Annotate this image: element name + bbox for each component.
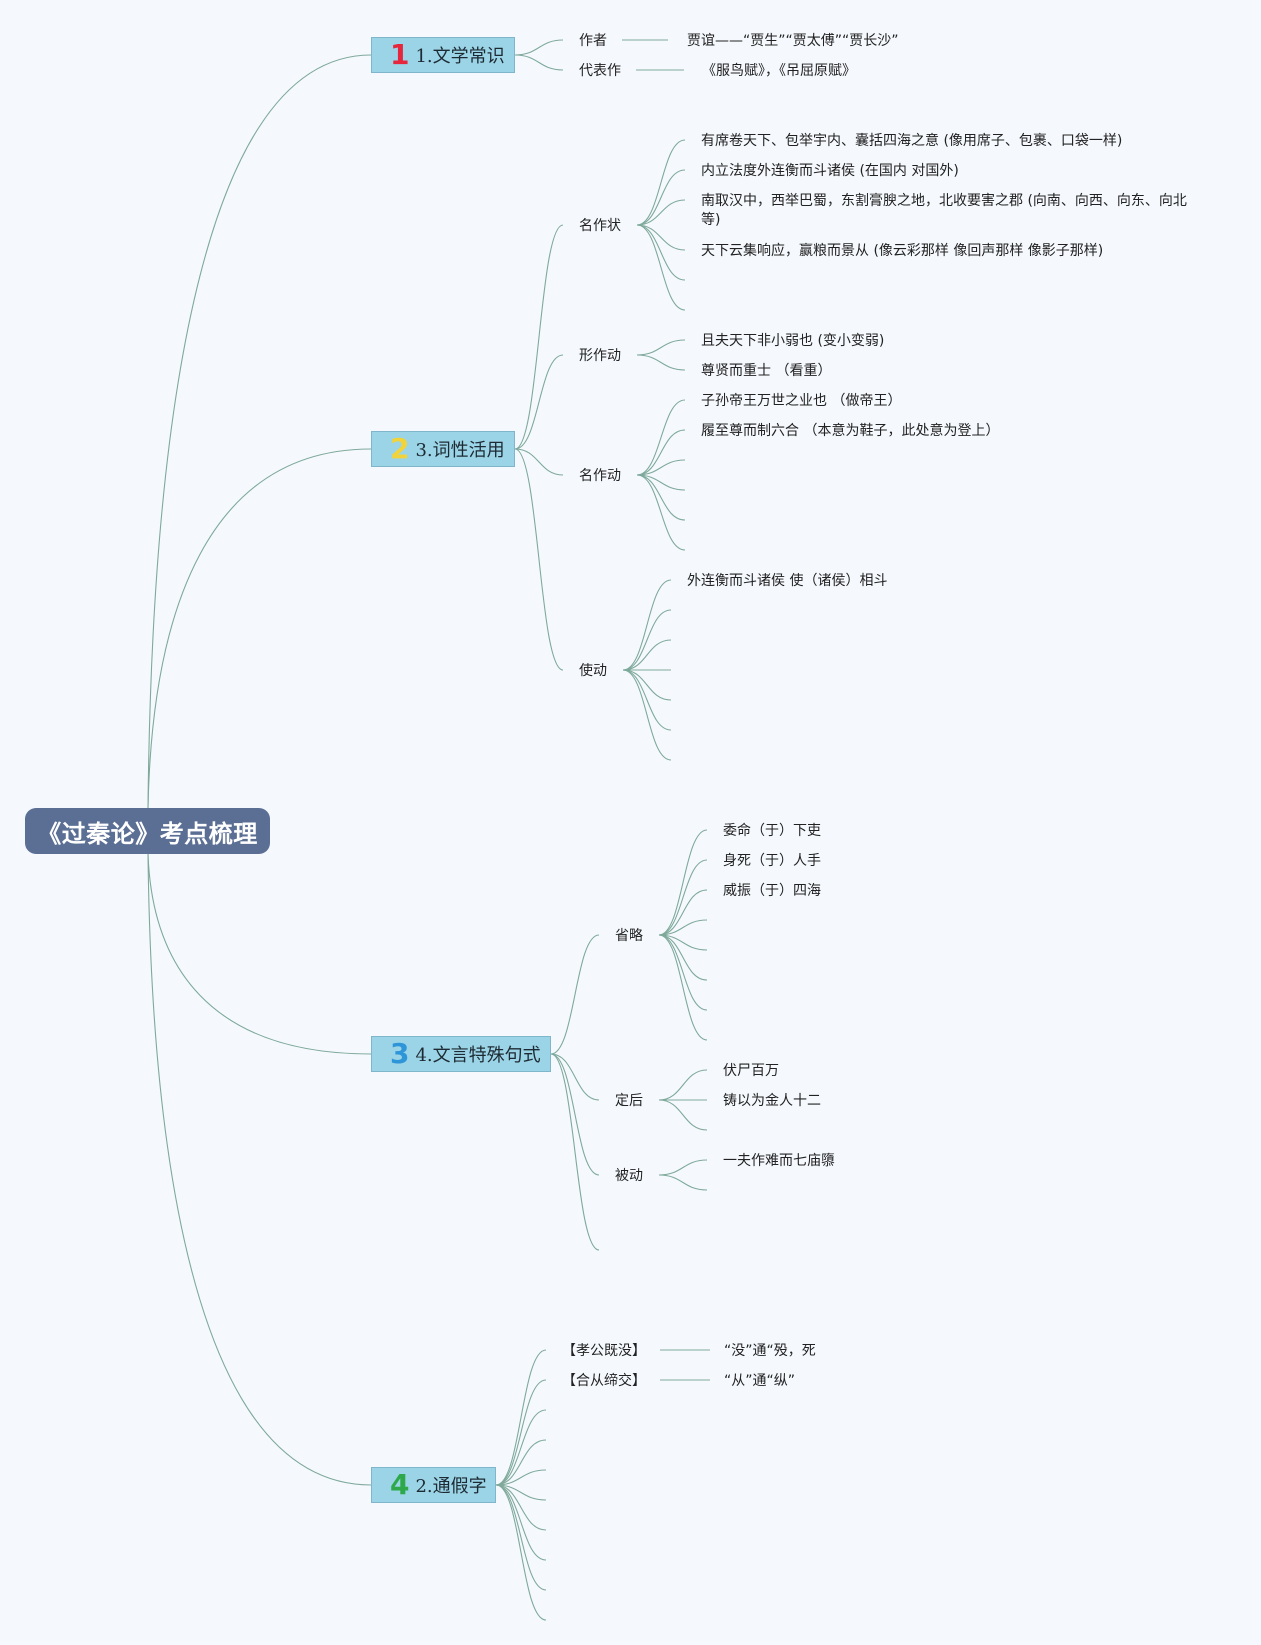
connector <box>550 934 600 1055</box>
connector <box>636 224 686 251</box>
connector <box>636 199 686 226</box>
adj-verb-item[interactable]: 且夫天下非小弱也 (变小变弱) <box>701 333 885 349</box>
topic-label: 4.文言特殊句式 <box>415 1045 541 1066</box>
connector <box>636 429 686 476</box>
causative-item[interactable]: 外连衡而斗诸侯 使（诸侯）相斗 <box>687 573 888 589</box>
works-label[interactable]: 代表作 <box>579 63 621 79</box>
topic-label: 1.文学常识 <box>415 46 505 67</box>
topic-word-usage[interactable]: 2 3.词性活用 <box>371 431 515 467</box>
author-value[interactable]: 贾谊——“贾生”“贾太傅”“贾长沙” <box>687 33 899 49</box>
ellipsis-item[interactable]: 委命（于）下吏 <box>723 823 821 839</box>
connector <box>636 339 686 356</box>
connector <box>495 1484 547 1501</box>
interchangeable-key[interactable]: 【孝公既没】 <box>562 1343 646 1359</box>
postposition-item[interactable]: 铸以为金人十二 <box>723 1093 821 1109</box>
topic-number-3: 3 <box>390 1037 410 1070</box>
connector <box>636 224 686 311</box>
interchangeable-value[interactable]: “从”通“纵” <box>724 1373 796 1389</box>
connector <box>636 474 686 551</box>
connector <box>550 1053 600 1176</box>
adj-verb-item[interactable]: 尊贤而重士 （看重） <box>701 363 832 379</box>
postposition-label[interactable]: 定后 <box>615 1093 643 1109</box>
topic-number-4: 4 <box>390 1468 410 1501</box>
noun-verb-item[interactable]: 履至尊而制六合 （本意为鞋子，此处意为登上） <box>701 423 1000 439</box>
noun-adverbial-item[interactable]: 内立法度外连衡而斗诸侯 (在国内 对国外) <box>701 163 959 179</box>
connector <box>495 1484 547 1591</box>
connector <box>622 669 672 761</box>
connector <box>550 1053 600 1101</box>
passive-label[interactable]: 被动 <box>615 1168 643 1184</box>
connector <box>658 889 708 936</box>
root-node[interactable]: 《过秦论》考点梳理 <box>25 808 270 854</box>
noun-adverbial-item[interactable]: 南取汉中，西举巴蜀，东割膏腴之地，北收要害之郡 (向南、向西、向东、向北等) <box>701 193 1187 228</box>
connector <box>636 474 686 521</box>
passive-item[interactable]: 一夫作难而七庙隳 <box>723 1153 835 1169</box>
adj-verb-label[interactable]: 形作动 <box>579 348 621 364</box>
connector <box>658 1069 708 1101</box>
connector <box>495 1409 547 1486</box>
topic-number-1: 1 <box>390 38 410 71</box>
interchangeable-value[interactable]: “没”通“殁，死 <box>724 1343 816 1359</box>
noun-adverbial-item[interactable]: 有席卷天下、包举宇内、囊括四海之意 (像用席子、包裹、口袋一样) <box>701 133 1123 149</box>
connector <box>495 1379 547 1486</box>
connector <box>514 448 564 671</box>
connector <box>550 1053 600 1251</box>
postposition-item[interactable]: 伏尸百万 <box>723 1063 779 1079</box>
works-value[interactable]: 《服鸟赋》，《吊屈原赋》 <box>702 63 856 79</box>
connector <box>636 354 686 371</box>
connector <box>495 1439 547 1486</box>
connector <box>514 39 564 56</box>
connector <box>495 1469 547 1486</box>
topic-label: 3.词性活用 <box>415 440 505 461</box>
connector <box>495 1349 547 1486</box>
connector <box>658 1099 708 1131</box>
connector <box>495 1484 547 1621</box>
root-connector <box>147 54 372 809</box>
connector <box>636 139 686 226</box>
connector <box>514 224 564 450</box>
noun-verb-label[interactable]: 名作动 <box>579 468 621 484</box>
noun-adverbial-label[interactable]: 名作状 <box>579 218 621 234</box>
connector <box>622 609 672 671</box>
connector <box>658 859 708 936</box>
connector <box>658 1159 708 1176</box>
connector <box>514 448 564 476</box>
connector <box>622 639 672 671</box>
connector <box>636 399 686 476</box>
connector <box>658 934 708 1011</box>
connector <box>622 669 672 731</box>
connector <box>636 169 686 226</box>
connector <box>622 669 672 701</box>
connector <box>636 459 686 476</box>
root-connector <box>147 853 372 1055</box>
connector <box>636 224 686 281</box>
topic-special-sentences[interactable]: 3 4.文言特殊句式 <box>371 1036 551 1072</box>
root-label: 《过秦论》考点梳理 <box>37 818 258 848</box>
connector <box>514 354 564 450</box>
ellipsis-label[interactable]: 省略 <box>615 928 643 944</box>
causative-label[interactable]: 使动 <box>579 663 607 679</box>
topic-label: 2.通假字 <box>415 1476 487 1497</box>
connector <box>495 1484 547 1531</box>
connector <box>658 934 708 981</box>
topic-literary[interactable]: 1 1.文学常识 <box>371 37 515 73</box>
interchangeable-key[interactable]: 【合从缔交】 <box>562 1373 646 1389</box>
topic-number-2: 2 <box>390 432 410 465</box>
ellipsis-item[interactable]: 身死（于）人手 <box>723 853 821 869</box>
author-label[interactable]: 作者 <box>579 33 607 49</box>
topic-interchangeable[interactable]: 4 2.通假字 <box>371 1467 496 1503</box>
connector <box>622 579 672 671</box>
noun-verb-item[interactable]: 子孙帝王万世之业也 （做帝王） <box>701 393 902 409</box>
connector <box>658 829 708 936</box>
connector <box>495 1484 547 1561</box>
root-connector <box>147 448 372 809</box>
root-connector <box>147 853 372 1486</box>
connector <box>658 919 708 936</box>
connector <box>658 1174 708 1191</box>
noun-adverbial-item[interactable]: 天下云集响应，赢粮而景从 (像云彩那样 像回声那样 像影子那样) <box>701 243 1104 259</box>
ellipsis-item[interactable]: 威振（于）四海 <box>723 883 821 899</box>
connector <box>514 54 564 71</box>
connector <box>658 934 708 1041</box>
